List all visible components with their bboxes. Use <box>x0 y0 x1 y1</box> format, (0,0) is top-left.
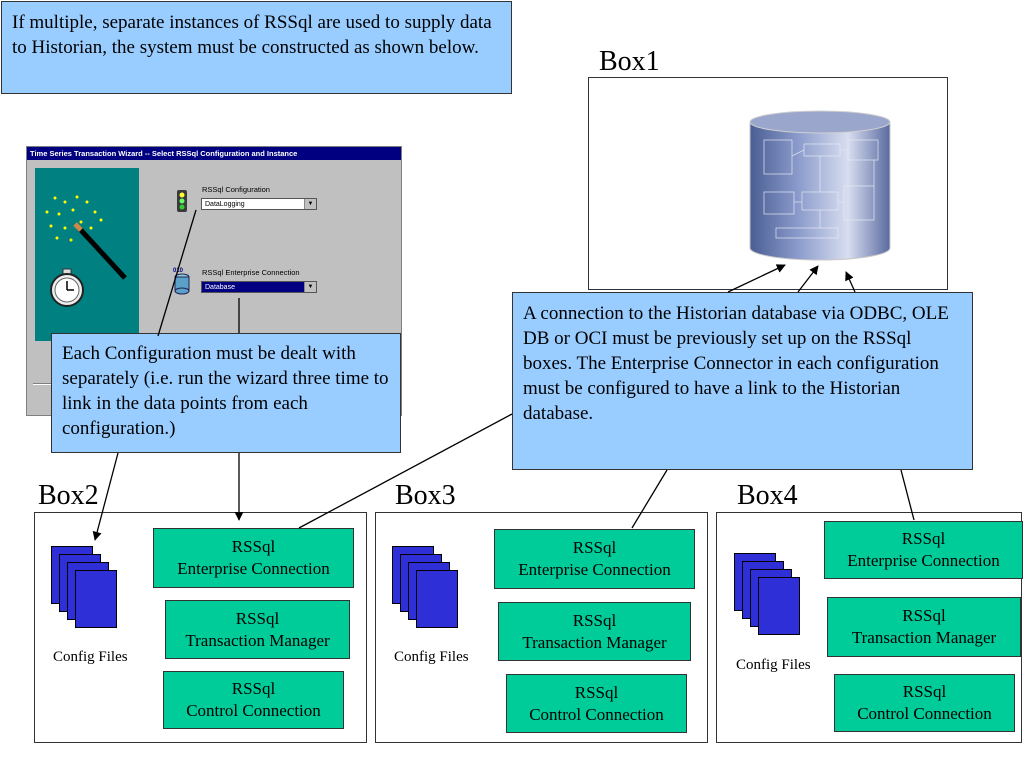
wizard-teal-panel <box>35 168 139 341</box>
file-icon <box>75 570 117 628</box>
stopwatch-icon <box>50 268 84 307</box>
wizard-divider <box>33 383 57 385</box>
transaction-manager: RSSql Transaction Manager <box>827 597 1021 657</box>
config-files-label: Config Files <box>394 649 469 665</box>
transaction-manager-line1: RSSql <box>902 606 946 625</box>
control-connection-line2: Control Connection <box>857 704 992 723</box>
connection-dropdown[interactable]: Database ▼ <box>201 281 317 293</box>
config-label: RSSql Configuration <box>202 185 270 194</box>
intro-note-text: If multiple, separate instances of RSSql… <box>12 12 492 58</box>
control-connection: RSSql Control Connection <box>506 674 687 733</box>
box1-label: Box1 <box>599 46 660 77</box>
magic-wand-icon <box>45 195 127 280</box>
enterprise-connection-line2: Enterprise Connection <box>847 551 1000 570</box>
config-files-label: Config Files <box>53 649 128 665</box>
control-connection: RSSql Control Connection <box>163 671 344 729</box>
enterprise-connection: RSSql Enterprise Connection <box>494 529 695 589</box>
config-files-label: Config Files <box>736 657 811 673</box>
enterprise-connection-line2: Enterprise Connection <box>177 559 330 578</box>
transaction-manager: RSSql Transaction Manager <box>498 602 691 661</box>
box4-label: Box4 <box>737 480 798 511</box>
chevron-down-icon[interactable]: ▼ <box>304 199 316 209</box>
box4-frame: Config Files RSSql Enterprise Connection… <box>716 512 1023 743</box>
file-icon <box>416 570 458 628</box>
transaction-manager-line2: Transaction Manager <box>851 628 997 647</box>
config-dropdown[interactable]: DataLogging ▼ <box>201 198 317 210</box>
control-connection-line1: RSSql <box>902 682 947 701</box>
transaction-manager-line1: RSSql <box>572 610 617 630</box>
enterprise-connection: RSSql Enterprise Connection <box>153 528 354 588</box>
control-connection-line1: RSSql <box>231 679 276 698</box>
wizard-title: Time Series Transaction Wizard -- Select… <box>27 147 401 160</box>
box3-label: Box3 <box>395 480 456 511</box>
control-connection-line2: Control Connection <box>529 704 664 724</box>
enterprise-connection-line1: RSSql <box>572 538 617 557</box>
enterprise-connection-line2: Enterprise Connection <box>518 560 671 579</box>
box2-label: Box2 <box>38 480 99 511</box>
control-connection: RSSql Control Connection <box>834 674 1015 732</box>
enterprise-connection-line1: RSSql <box>901 529 946 548</box>
box3-frame: Config Files RSSql Enterprise Connection… <box>375 512 708 743</box>
file-icon <box>758 577 800 635</box>
config-note: Each Configuration must be dealt with se… <box>51 333 401 453</box>
config-note-text: Each Configuration must be dealt with se… <box>62 343 389 439</box>
intro-note: If multiple, separate instances of RSSql… <box>1 1 512 94</box>
box2-frame: Config Files RSSql Enterprise Connection… <box>34 512 367 743</box>
traffic-light-icon <box>177 190 187 212</box>
connection-note: A connection to the Historian database v… <box>512 292 973 470</box>
config-files-stack <box>734 553 814 643</box>
control-connection-line2: Control Connection <box>186 701 321 720</box>
enterprise-connection-line1: RSSql <box>231 537 276 556</box>
chevron-down-icon[interactable]: ▼ <box>304 282 316 292</box>
connection-dropdown-value: Database <box>205 284 235 291</box>
config-files-stack <box>51 546 131 636</box>
config-files-stack <box>392 546 472 636</box>
transaction-manager-line2: Transaction Manager <box>522 632 667 652</box>
icon-number: 010 <box>173 268 184 274</box>
transaction-manager-line1: RSSql <box>235 608 280 628</box>
control-connection-line1: RSSql <box>574 682 619 702</box>
enterprise-connection: RSSql Enterprise Connection <box>824 521 1023 579</box>
transaction-manager-line2: Transaction Manager <box>185 630 330 650</box>
database-icon <box>749 110 891 261</box>
connection-label: RSSql Enterprise Connection <box>202 268 300 277</box>
connection-note-text: A connection to the Historian database v… <box>523 303 949 424</box>
box1-frame <box>588 77 948 290</box>
config-dropdown-value: DataLogging <box>205 201 245 208</box>
transaction-manager: RSSql Transaction Manager <box>165 600 350 659</box>
